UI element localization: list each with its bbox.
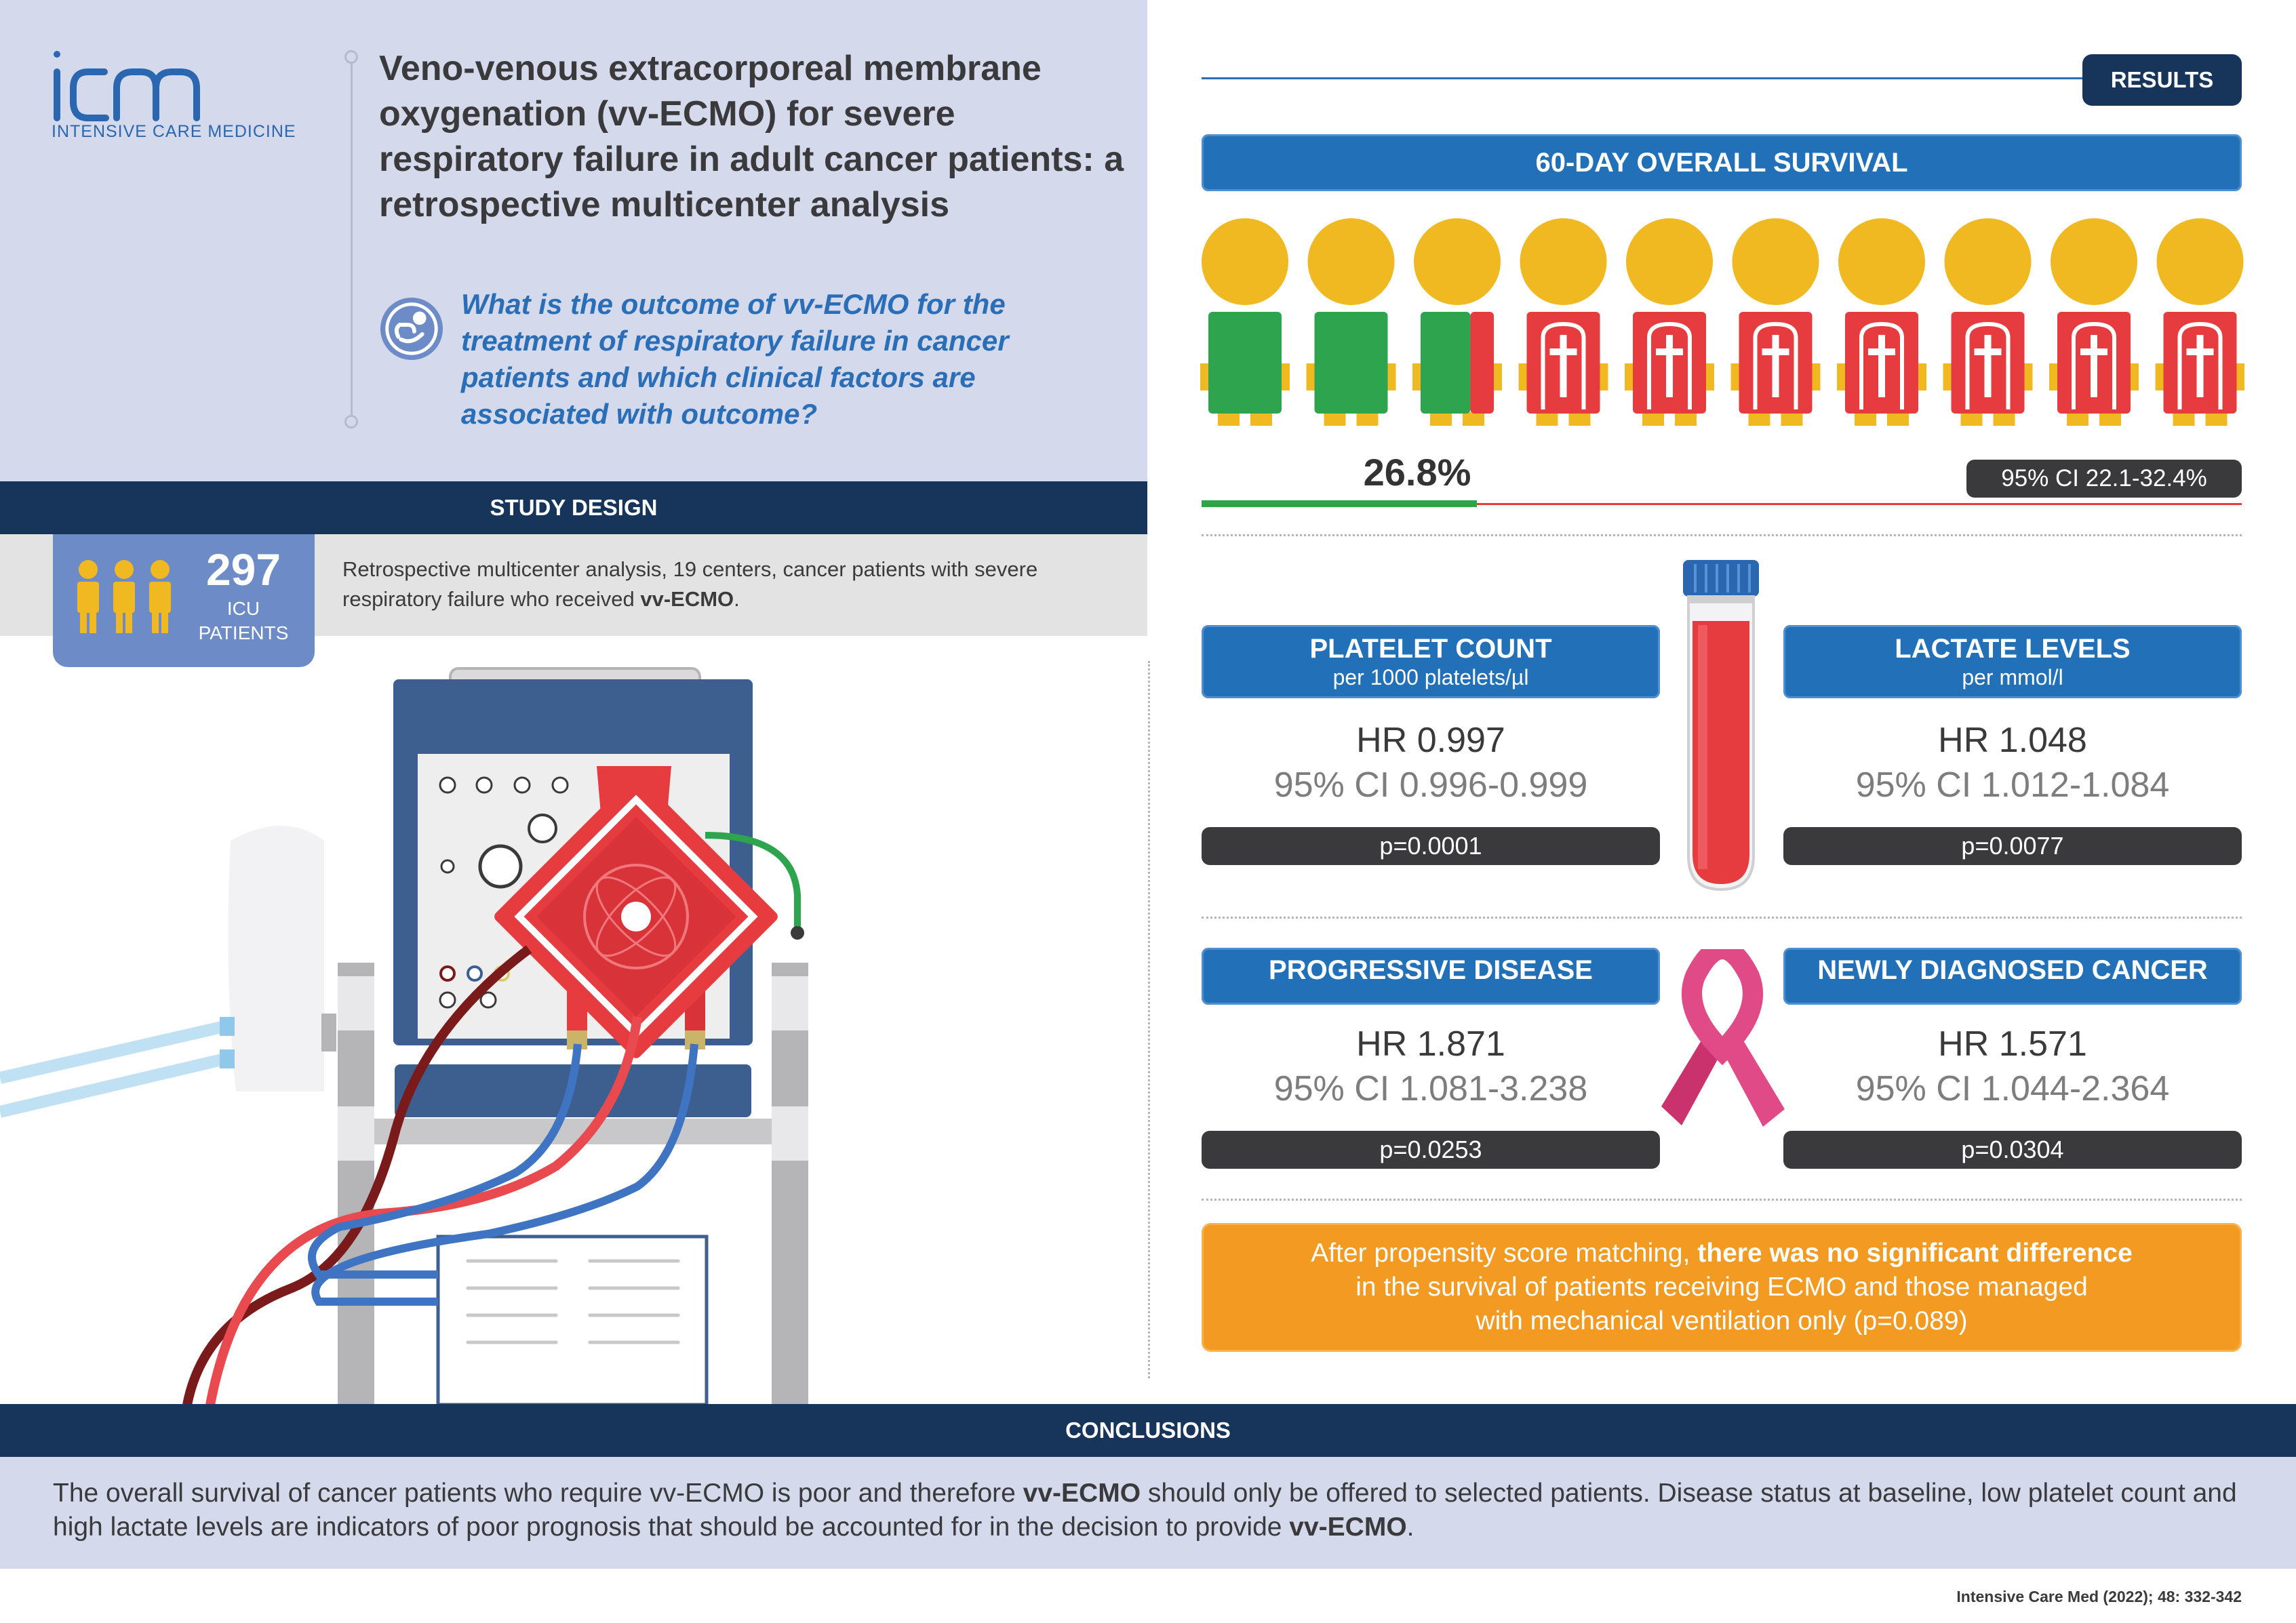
- question-bubble-icon: [380, 297, 443, 361]
- progressive-hr: HR 1.871: [1356, 1024, 1505, 1064]
- progressive-p-value: p=0.0253: [1202, 1131, 1660, 1169]
- platelet-ci: 95% CI 0.996-0.999: [1273, 765, 1588, 805]
- lactate-p-value: p=0.0077: [1783, 827, 2242, 865]
- paper-title: Veno-venous extracorporeal membrane oxyg…: [379, 49, 1124, 224]
- citation: Intensive Care Med (2022); 48: 332-342: [1956, 1588, 2242, 1605]
- patient-count: 297: [205, 544, 281, 595]
- propensity-score-box: After propensity score matching, there w…: [1202, 1223, 2242, 1352]
- conclusions-label: CONCLUSIONS: [1065, 1418, 1231, 1443]
- progressive-disease-header: PROGRESSIVE DISEASE: [1202, 948, 1660, 1005]
- header-panel: INTENSIVE CARE MEDICINE Veno-venous extr…: [0, 0, 1147, 481]
- icu-patients-card: 297 ICU PATIENTS: [53, 534, 315, 667]
- lactate-hr: HR 1.048: [1938, 721, 2087, 760]
- study-design-label: STUDY DESIGN: [490, 495, 658, 520]
- newly-ci: 95% CI 1.044-2.364: [1855, 1069, 2170, 1108]
- dotted-separator: [1202, 1199, 2242, 1201]
- conclusions-text: The overall survival of cancer patients …: [53, 1479, 2237, 1542]
- newly-p-value: p=0.0304: [1783, 1131, 2242, 1169]
- survival-line-alive: [1202, 500, 1477, 507]
- survival-percentage: 26.8%: [1363, 451, 1471, 494]
- lactate-levels-header: LACTATE LEVELS per mmol/l: [1783, 625, 2242, 698]
- person-icon: [2049, 218, 2139, 426]
- newly-hr: HR 1.571: [1938, 1024, 2087, 1064]
- conclusions-band: [0, 1457, 2296, 1569]
- lactate-ci: 95% CI 1.012-1.084: [1855, 765, 2170, 805]
- person-icon: [1518, 218, 1608, 426]
- survival-people-row: [1200, 218, 2244, 426]
- title-divider-line: [351, 57, 353, 421]
- survival-title: 60-DAY OVERALL SURVIVAL: [1202, 134, 2242, 191]
- dotted-separator: [1202, 534, 2242, 536]
- icm-logo: [54, 51, 200, 121]
- research-question: What is the outcome of vv-ECMO for the t…: [461, 288, 1009, 430]
- survival-ci-badge: 95% CI 22.1-32.4%: [1966, 460, 2242, 498]
- people-group-icon: [77, 560, 171, 633]
- conclusions-bar: CONCLUSIONS: [0, 1404, 2296, 1457]
- ecmo-machine-illustration: [0, 667, 808, 1405]
- study-design-text: Retrospective multicenter analysis, 19 c…: [342, 557, 1038, 611]
- logo-subtitle: INTENSIVE CARE MEDICINE: [52, 122, 296, 141]
- person-icon: [2155, 218, 2244, 426]
- platelet-p-value: p=0.0001: [1202, 827, 1660, 865]
- platelet-count-header: PLATELET COUNT per 1000 platelets/µl: [1202, 625, 1660, 698]
- platelet-hr: HR 0.997: [1356, 721, 1505, 760]
- divider-dot-bottom: [344, 415, 358, 428]
- cancer-ribbon-icon: [1661, 949, 1785, 1127]
- blood-tube-icon: [1683, 560, 1759, 891]
- person-icon: [1200, 218, 1290, 426]
- person-icon: [1306, 218, 1396, 426]
- patient-count-label: ICU PATIENTS: [198, 598, 289, 643]
- divider-dot-top: [344, 50, 358, 64]
- dotted-separator: [1202, 917, 2242, 919]
- person-icon: [1730, 218, 1821, 426]
- survival-line-dead: [1477, 503, 2242, 505]
- study-design-bar: STUDY DESIGN: [0, 481, 1147, 534]
- newly-diagnosed-header: NEWLY DIAGNOSED CANCER: [1783, 948, 2242, 1005]
- person-icon: [1412, 218, 1502, 426]
- person-icon: [1625, 218, 1714, 426]
- person-icon: [1943, 218, 2033, 426]
- person-icon: [1837, 218, 1926, 426]
- results-badge: RESULTS: [2082, 54, 2242, 106]
- progressive-ci: 95% CI 1.081-3.238: [1273, 1069, 1588, 1108]
- column-divider: [1148, 661, 1150, 1378]
- results-header-line: [1202, 77, 2083, 79]
